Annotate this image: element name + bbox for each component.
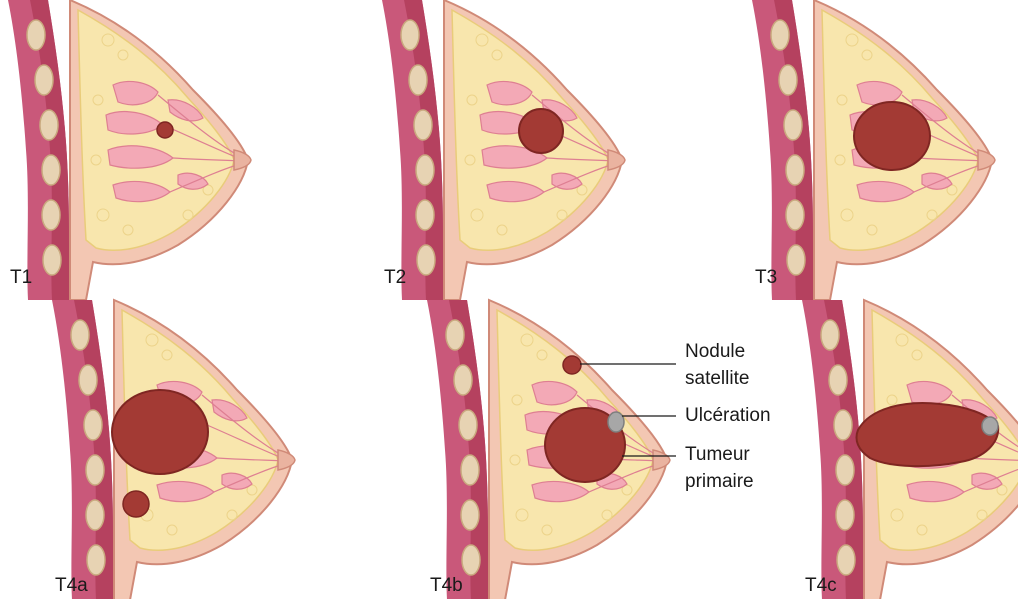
stage-label-t4c: T4c (805, 575, 837, 596)
panel-t4a: T4a (52, 300, 295, 599)
panel-t2: T2 (382, 0, 625, 300)
stage-label-t4b: T4b (430, 575, 463, 596)
tumor-mass-icon (854, 102, 930, 170)
stage-label-t4a: T4a (55, 575, 88, 596)
tumor-mass-icon (857, 403, 999, 466)
panel-t1: T1 (8, 0, 251, 300)
satellite-nodule (563, 356, 581, 374)
callout-satellite-line1: Nodule (685, 341, 745, 362)
panel-t3: T3 (752, 0, 995, 300)
tumor-mass-icon (112, 390, 208, 474)
ulceration-icon (982, 417, 998, 435)
callout-ulceration: Ulcération (685, 405, 771, 426)
ulceration-icon (608, 412, 624, 432)
stage-label-t2: T2 (384, 267, 406, 288)
callout-primary-line1: Tumeur (685, 444, 750, 465)
stage-label-t1: T1 (10, 267, 32, 288)
tumor-mass-icon (519, 109, 563, 153)
tumor-mass-icon (157, 122, 173, 138)
callout-primary-line2: primaire (685, 471, 754, 492)
stage-label-t3: T3 (755, 267, 777, 288)
callout-satellite-line2: satellite (685, 368, 749, 389)
panel-t4b: T4b (427, 300, 670, 599)
panel-t4c: T4c (802, 300, 1018, 599)
tumor-mass-icon (123, 491, 149, 517)
